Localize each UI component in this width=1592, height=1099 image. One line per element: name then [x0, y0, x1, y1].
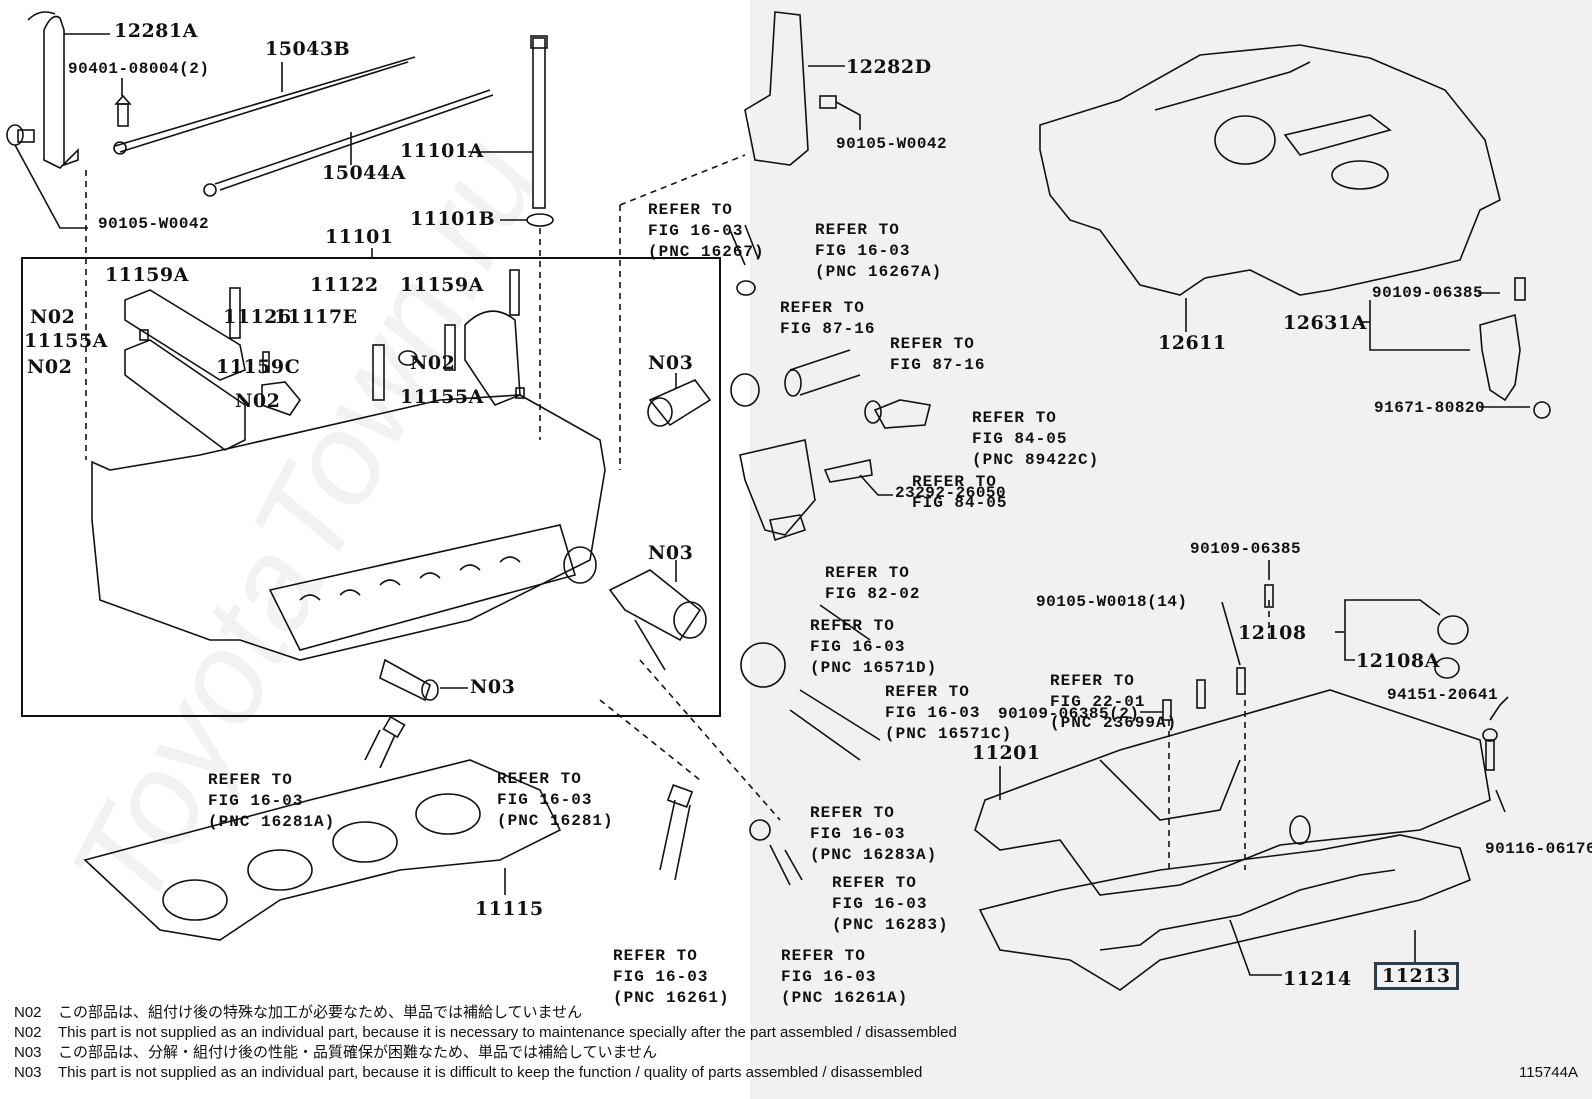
- label-11101[interactable]: 11101: [325, 226, 394, 248]
- note-code: N03: [14, 1044, 42, 1061]
- label-11159C[interactable]: 11159C: [216, 356, 301, 378]
- valve-cover-11201-drawing: [974, 689, 1491, 896]
- oil-filler-cap-12108-drawing: [1335, 599, 1469, 679]
- note-code: N03: [14, 1064, 42, 1081]
- n03-pipe-lower-drawing: [379, 658, 468, 702]
- sensor-drawing: [823, 399, 931, 496]
- head-bolt-11101A-drawing: [468, 35, 554, 440]
- label-n02-b[interactable]: N02: [27, 356, 73, 378]
- note-row: N02 この部品は、組付け後の特殊な加工が必要なため、単品では補給していません: [14, 1003, 957, 1023]
- n03-pipe-upper-drawing: [647, 373, 712, 427]
- label-90116-06176[interactable]: 90116-06176: [1485, 840, 1592, 858]
- note-row: N02 This part is not supplied as an indiv…: [14, 1023, 957, 1043]
- label-12631A[interactable]: 12631A: [1283, 312, 1367, 334]
- label-90105-W0042-right[interactable]: 90105-W0042: [836, 135, 948, 153]
- engine-hanger-12281A-drawing: [27, 11, 110, 169]
- note-text: この部品は、組付け後の特殊な加工が必要なため、単品では補給していません: [58, 1004, 583, 1021]
- head-gasket-11115-drawing: [83, 759, 562, 941]
- label-90105-W0042-left[interactable]: 90105-W0042: [98, 215, 210, 233]
- cylinder-head-block-drawing: [91, 394, 606, 661]
- note-text: This part is not supplied as an individu…: [58, 1064, 923, 1081]
- footnotes: N02 この部品は、組付け後の特殊な加工が必要なため、単品では補給していません N…: [14, 1003, 957, 1083]
- cover-bracket-12631A-drawing: [1360, 277, 1551, 419]
- label-90109-06385-mid[interactable]: 90109-06385: [1190, 540, 1302, 558]
- cylinder-head-frame: [21, 257, 721, 717]
- label-11122[interactable]: 11122: [310, 274, 379, 296]
- bolts-valve-cover-drawing: [1140, 560, 1509, 870]
- right-panel-background: [750, 0, 1592, 1099]
- bracket-12282D-drawing: [744, 11, 845, 166]
- label-11101A[interactable]: 11101A: [400, 140, 484, 162]
- note-row: N03 この部品は、分解・組付け後の性能・品質確保が困難なため、単品では補給してい…: [14, 1043, 957, 1063]
- note-row: N03 This part is not supplied as an indiv…: [14, 1063, 957, 1083]
- note-code: N02: [14, 1004, 42, 1021]
- valve-cover-gasket-11213-drawing: [978, 834, 1471, 991]
- label-90105-W0018[interactable]: 90105-W0018(14): [1036, 593, 1188, 611]
- label-11101B[interactable]: 11101B: [410, 208, 496, 230]
- label-90109-06385-2[interactable]: 90109-06385(2): [998, 705, 1140, 723]
- label-n03-c[interactable]: N03: [470, 676, 516, 698]
- label-90401-08004[interactable]: 90401-08004(2): [68, 60, 210, 78]
- label-90109-06385-top[interactable]: 90109-06385: [1372, 284, 1484, 302]
- label-11117E[interactable]: 11117E: [274, 306, 358, 328]
- label-n03-a[interactable]: N03: [648, 352, 694, 374]
- note-text: この部品は、分解・組付け後の性能・品質確保が困難なため、単品では補給していません: [58, 1044, 658, 1061]
- note-code: N02: [14, 1024, 42, 1041]
- harness-15044A-drawing: [203, 89, 494, 197]
- label-n02-c[interactable]: N02: [410, 352, 456, 374]
- label-12282D[interactable]: 12282D: [846, 56, 932, 78]
- hoses-lower-left-drawing: [364, 715, 694, 881]
- label-91671-80820[interactable]: 91671-80820: [1374, 399, 1486, 417]
- label-n02-a[interactable]: N02: [30, 306, 76, 328]
- label-15043B[interactable]: 15043B: [265, 38, 351, 60]
- label-94151-20641[interactable]: 94151-20641: [1387, 686, 1499, 704]
- bolt-90105-left-drawing: [6, 124, 88, 229]
- label-15044A[interactable]: 15044A: [322, 162, 406, 184]
- label-11213-highlighted[interactable]: 11213: [1374, 962, 1459, 990]
- figure-id: 115744A: [1519, 1064, 1578, 1081]
- note-text: This part is not supplied as an individu…: [58, 1024, 957, 1041]
- label-11115[interactable]: 11115: [475, 898, 544, 920]
- camshaft-caps-drawing: [124, 269, 525, 451]
- label-23292-26050[interactable]: 23292-26050: [895, 484, 1007, 502]
- label-12108[interactable]: 12108: [1238, 622, 1307, 644]
- label-11214[interactable]: 11214: [1283, 968, 1352, 990]
- bracket-ground-drawing: [739, 439, 816, 542]
- bolt-90401-drawing: [114, 78, 132, 127]
- label-n03-b[interactable]: N03: [648, 542, 694, 564]
- hoses-upper-drawing: [729, 224, 881, 886]
- label-n02-d[interactable]: N02: [235, 390, 281, 412]
- label-11155A-right[interactable]: 11155A: [400, 386, 484, 408]
- label-12281A[interactable]: 12281A: [114, 20, 198, 42]
- label-11159A-left[interactable]: 11159A: [105, 264, 189, 286]
- harness-15043B-drawing: [113, 56, 416, 155]
- label-11126[interactable]: 11126: [223, 306, 292, 328]
- label-11155A-left[interactable]: 11155A: [24, 330, 108, 352]
- label-11159A-right[interactable]: 11159A: [400, 274, 484, 296]
- label-12611[interactable]: 12611: [1158, 332, 1227, 354]
- bolt-90105-right-drawing: [819, 95, 861, 130]
- label-12108A[interactable]: 12108A: [1356, 650, 1440, 672]
- n03-pipe-middle-drawing: [608, 560, 707, 671]
- engine-cover-12611-drawing: [1039, 44, 1501, 332]
- label-11201[interactable]: 11201: [972, 742, 1041, 764]
